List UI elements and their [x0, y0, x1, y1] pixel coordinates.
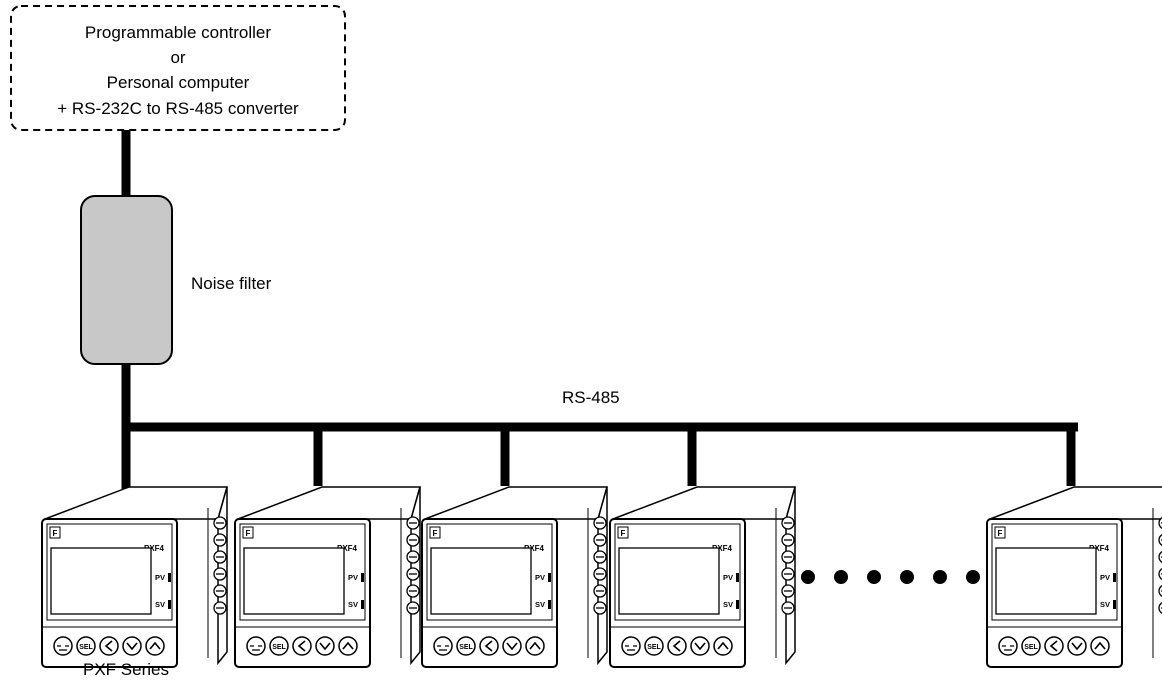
rs485-label: RS-485 [562, 388, 620, 407]
cabling [121, 130, 1078, 490]
pxf-controller-5 [986, 486, 1162, 668]
host-line-4: + RS-232C to RS-485 converter [57, 99, 299, 118]
ellipsis-dots [801, 570, 980, 584]
ellipsis-dot [834, 570, 848, 584]
pxf-controller-3 [421, 486, 608, 668]
host-line-2: or [170, 48, 185, 67]
noise-filter [80, 195, 173, 365]
ellipsis-dot [900, 570, 914, 584]
pxf-controller-4 [609, 486, 796, 668]
pxf-controller-2 [234, 486, 421, 668]
host-line-1: Programmable controller [85, 23, 271, 42]
ellipsis-dot [801, 570, 815, 584]
noise-filter-label: Noise filter [191, 274, 272, 293]
series-label: PXF Series [83, 660, 169, 679]
ellipsis-dot [867, 570, 881, 584]
ellipsis-dot [966, 570, 980, 584]
host-line-3: Personal computer [107, 73, 250, 92]
host-controller-box: Programmable controller or Personal comp… [10, 5, 346, 131]
ellipsis-dot [933, 570, 947, 584]
pxf-controller-1 [41, 486, 228, 668]
